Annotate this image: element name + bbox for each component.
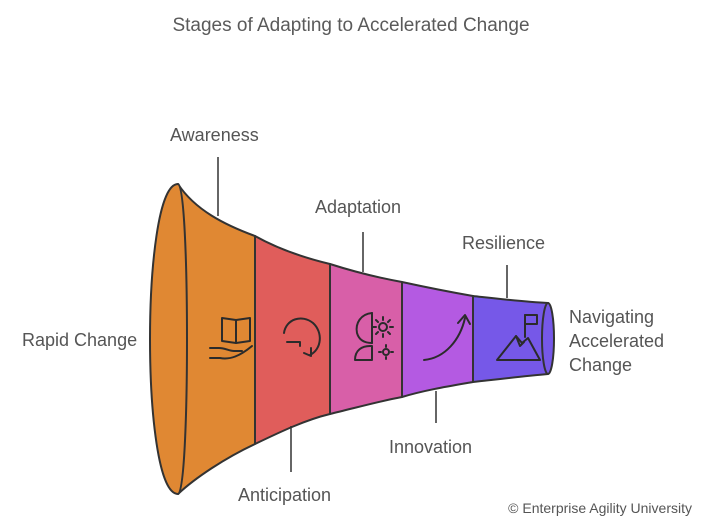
input-label: Rapid Change xyxy=(22,330,138,350)
funnel-mouth xyxy=(149,183,188,495)
mountain-flag-icon xyxy=(496,314,541,361)
diagram-title: Stages of Adapting to Accelerated Change xyxy=(172,15,530,36)
stage-segment-innovation xyxy=(401,281,474,398)
output-label-line: Accelerated xyxy=(569,331,665,351)
output-label: Navigating Accelerated Change xyxy=(569,305,664,377)
book-in-hand-icon xyxy=(209,317,253,360)
stage-label-awareness: Awareness xyxy=(170,125,259,145)
stage-label-adaptation: Adaptation xyxy=(315,197,402,217)
rising-arrow-icon xyxy=(423,314,471,361)
stage-segment-awareness xyxy=(177,183,256,495)
stage-label-innovation: Innovation xyxy=(389,437,473,457)
output-label-line: Change xyxy=(569,355,633,375)
cycle-arrow-icon xyxy=(283,317,321,357)
person-gear-icon xyxy=(354,312,394,361)
stage-segment-adaptation xyxy=(329,263,403,415)
funnel-outlet xyxy=(541,302,555,375)
stage-label-anticipation: Anticipation xyxy=(238,485,332,505)
stage-segment-resilience xyxy=(472,295,549,383)
output-label-line: Navigating xyxy=(569,307,655,327)
stage-segment-anticipation xyxy=(254,235,331,445)
copyright-notice: © Enterprise Agility University xyxy=(508,500,692,516)
stage-label-resilience: Resilience xyxy=(462,233,546,253)
